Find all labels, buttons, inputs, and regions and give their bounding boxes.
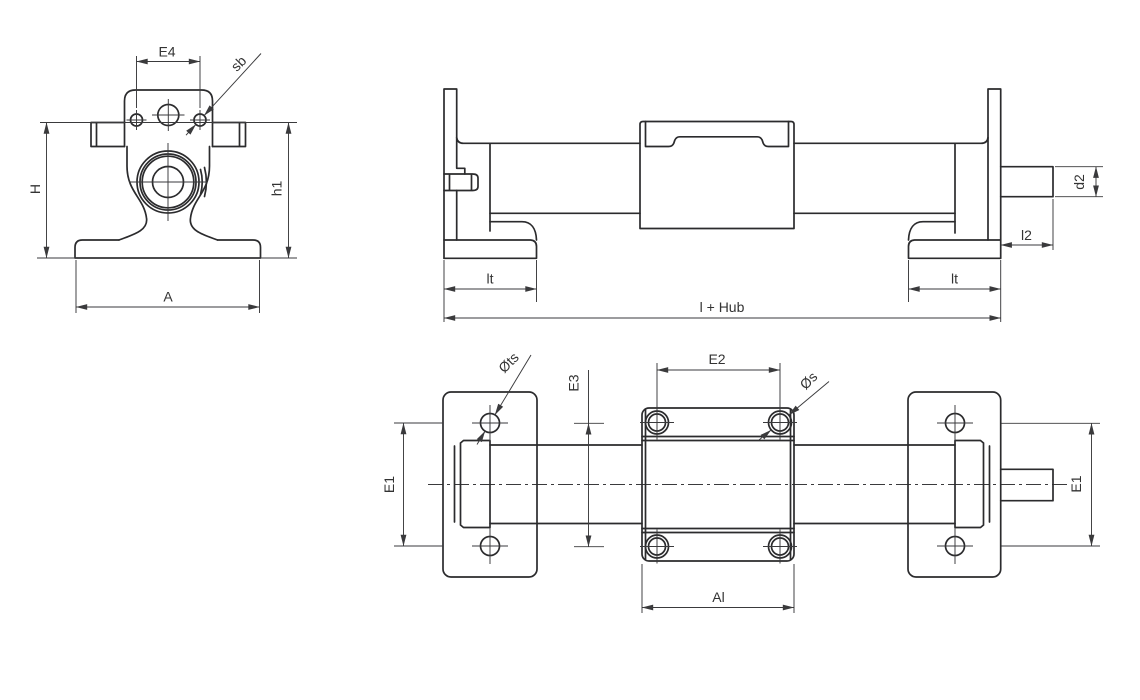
dim-label-h1: h1 xyxy=(269,181,285,197)
housing-right-edge xyxy=(189,145,219,241)
tube-plan xyxy=(489,444,956,525)
front-view: H h1 E4 A sb xyxy=(27,44,297,313)
left-bracket xyxy=(489,220,538,241)
tube-top-right xyxy=(793,136,989,145)
dim-label-Al: Al xyxy=(712,589,724,605)
dim-label-E2: E2 xyxy=(708,351,725,367)
carriage-plan-details xyxy=(641,409,795,560)
dim-lt-right: lt xyxy=(908,271,1001,292)
left-mount-plate xyxy=(442,391,538,578)
right-foot xyxy=(907,239,1002,260)
dim-lt-left: lt xyxy=(443,271,537,292)
housing-left-edge xyxy=(118,145,148,241)
hole-centermarks xyxy=(126,99,210,221)
plan-view: E1 E1 E3 E2 Al Øts Øs xyxy=(381,349,1100,613)
dim-label-d2: d2 xyxy=(1071,174,1087,190)
side-tab-left xyxy=(90,121,126,148)
dim-E1-right: E1 xyxy=(1068,423,1095,547)
extension-lines-side xyxy=(443,166,1103,322)
dim-E2: E2 xyxy=(656,351,781,373)
dim-label-H: H xyxy=(27,184,43,194)
top-plate-outline xyxy=(123,89,214,148)
dim-A: A xyxy=(75,289,260,310)
left-fitting-tab xyxy=(443,173,479,192)
dim-label-lt-right: lt xyxy=(951,271,958,287)
side-view: lt lt l + Hub l2 d2 xyxy=(443,88,1103,322)
side-tab-right xyxy=(211,121,247,148)
right-block-plan xyxy=(954,439,991,529)
dim-label-E3: E3 xyxy=(566,374,582,391)
dim-E4: E4 xyxy=(136,44,201,65)
base-foot-outline xyxy=(74,239,262,259)
dim-label-A: A xyxy=(163,289,173,305)
dim-l2: l2 xyxy=(1000,227,1054,248)
dim-label-l-hub: l + Hub xyxy=(700,299,745,315)
dim-h1: h1 xyxy=(269,122,292,259)
extension-lines-plan xyxy=(394,363,1100,613)
dim-label-E1-left: E1 xyxy=(381,476,397,493)
right-mount-plate xyxy=(907,391,1002,578)
leader-label-ds: Øs xyxy=(796,368,820,392)
shaft-stub-side xyxy=(999,165,1054,198)
left-block-plan xyxy=(453,439,491,529)
right-bracket xyxy=(907,220,956,241)
carriage-plan-outline xyxy=(641,407,795,562)
tube-top-left xyxy=(455,136,641,145)
right-flange-plate xyxy=(987,88,1002,260)
dim-label-lt-left: lt xyxy=(487,271,494,287)
leader-label-sb: sb xyxy=(228,52,250,74)
hole-centermarks-plan xyxy=(472,405,973,564)
dim-l-hub: l + Hub xyxy=(443,299,1001,321)
shaft-stub-plan xyxy=(999,468,1054,502)
dim-label-E4: E4 xyxy=(158,44,175,60)
dim-label-l2: l2 xyxy=(1021,227,1032,243)
dim-label-E1-right: E1 xyxy=(1068,475,1084,492)
dim-Al: Al xyxy=(641,589,795,611)
extension-lines-front xyxy=(37,56,297,313)
carriage-top-step xyxy=(644,120,790,148)
carriage-side-outline xyxy=(639,120,795,230)
dim-H: H xyxy=(27,122,50,259)
dim-E3: E3 xyxy=(566,374,592,547)
dim-d2: d2 xyxy=(1071,166,1099,197)
leader-label-dts: Øts xyxy=(495,349,522,376)
dim-E1-left: E1 xyxy=(381,422,407,547)
left-foot xyxy=(443,239,538,260)
